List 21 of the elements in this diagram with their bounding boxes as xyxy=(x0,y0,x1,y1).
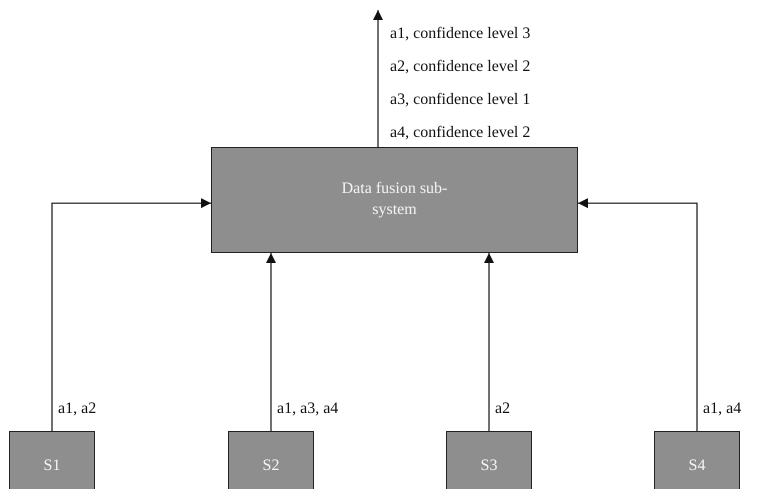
arrow xyxy=(266,253,276,431)
arrow xyxy=(484,253,494,431)
output-label: a1, confidence level 3 xyxy=(390,24,530,44)
process-box xyxy=(446,431,532,489)
node-label: Data fusion sub-system xyxy=(340,179,448,220)
output-label: a4, confidence level 2 xyxy=(390,123,530,142)
process-box xyxy=(9,431,95,489)
node-label: S3 xyxy=(480,456,498,476)
node-label: S2 xyxy=(262,456,280,476)
arrow xyxy=(578,198,698,431)
process-box xyxy=(654,431,740,489)
process-box xyxy=(211,147,578,253)
output-label: a3, confidence level 1 xyxy=(390,90,530,110)
node-label: S1 xyxy=(44,456,60,476)
edge-label: a1, a3, a4 xyxy=(277,399,338,418)
process-box xyxy=(228,431,314,489)
arrow xyxy=(373,10,383,147)
edge-label: a1, a2 xyxy=(58,399,96,418)
output-label: a2, confidence level 2 xyxy=(390,57,530,76)
arrow xyxy=(51,198,211,431)
node-label: S4 xyxy=(688,456,706,476)
